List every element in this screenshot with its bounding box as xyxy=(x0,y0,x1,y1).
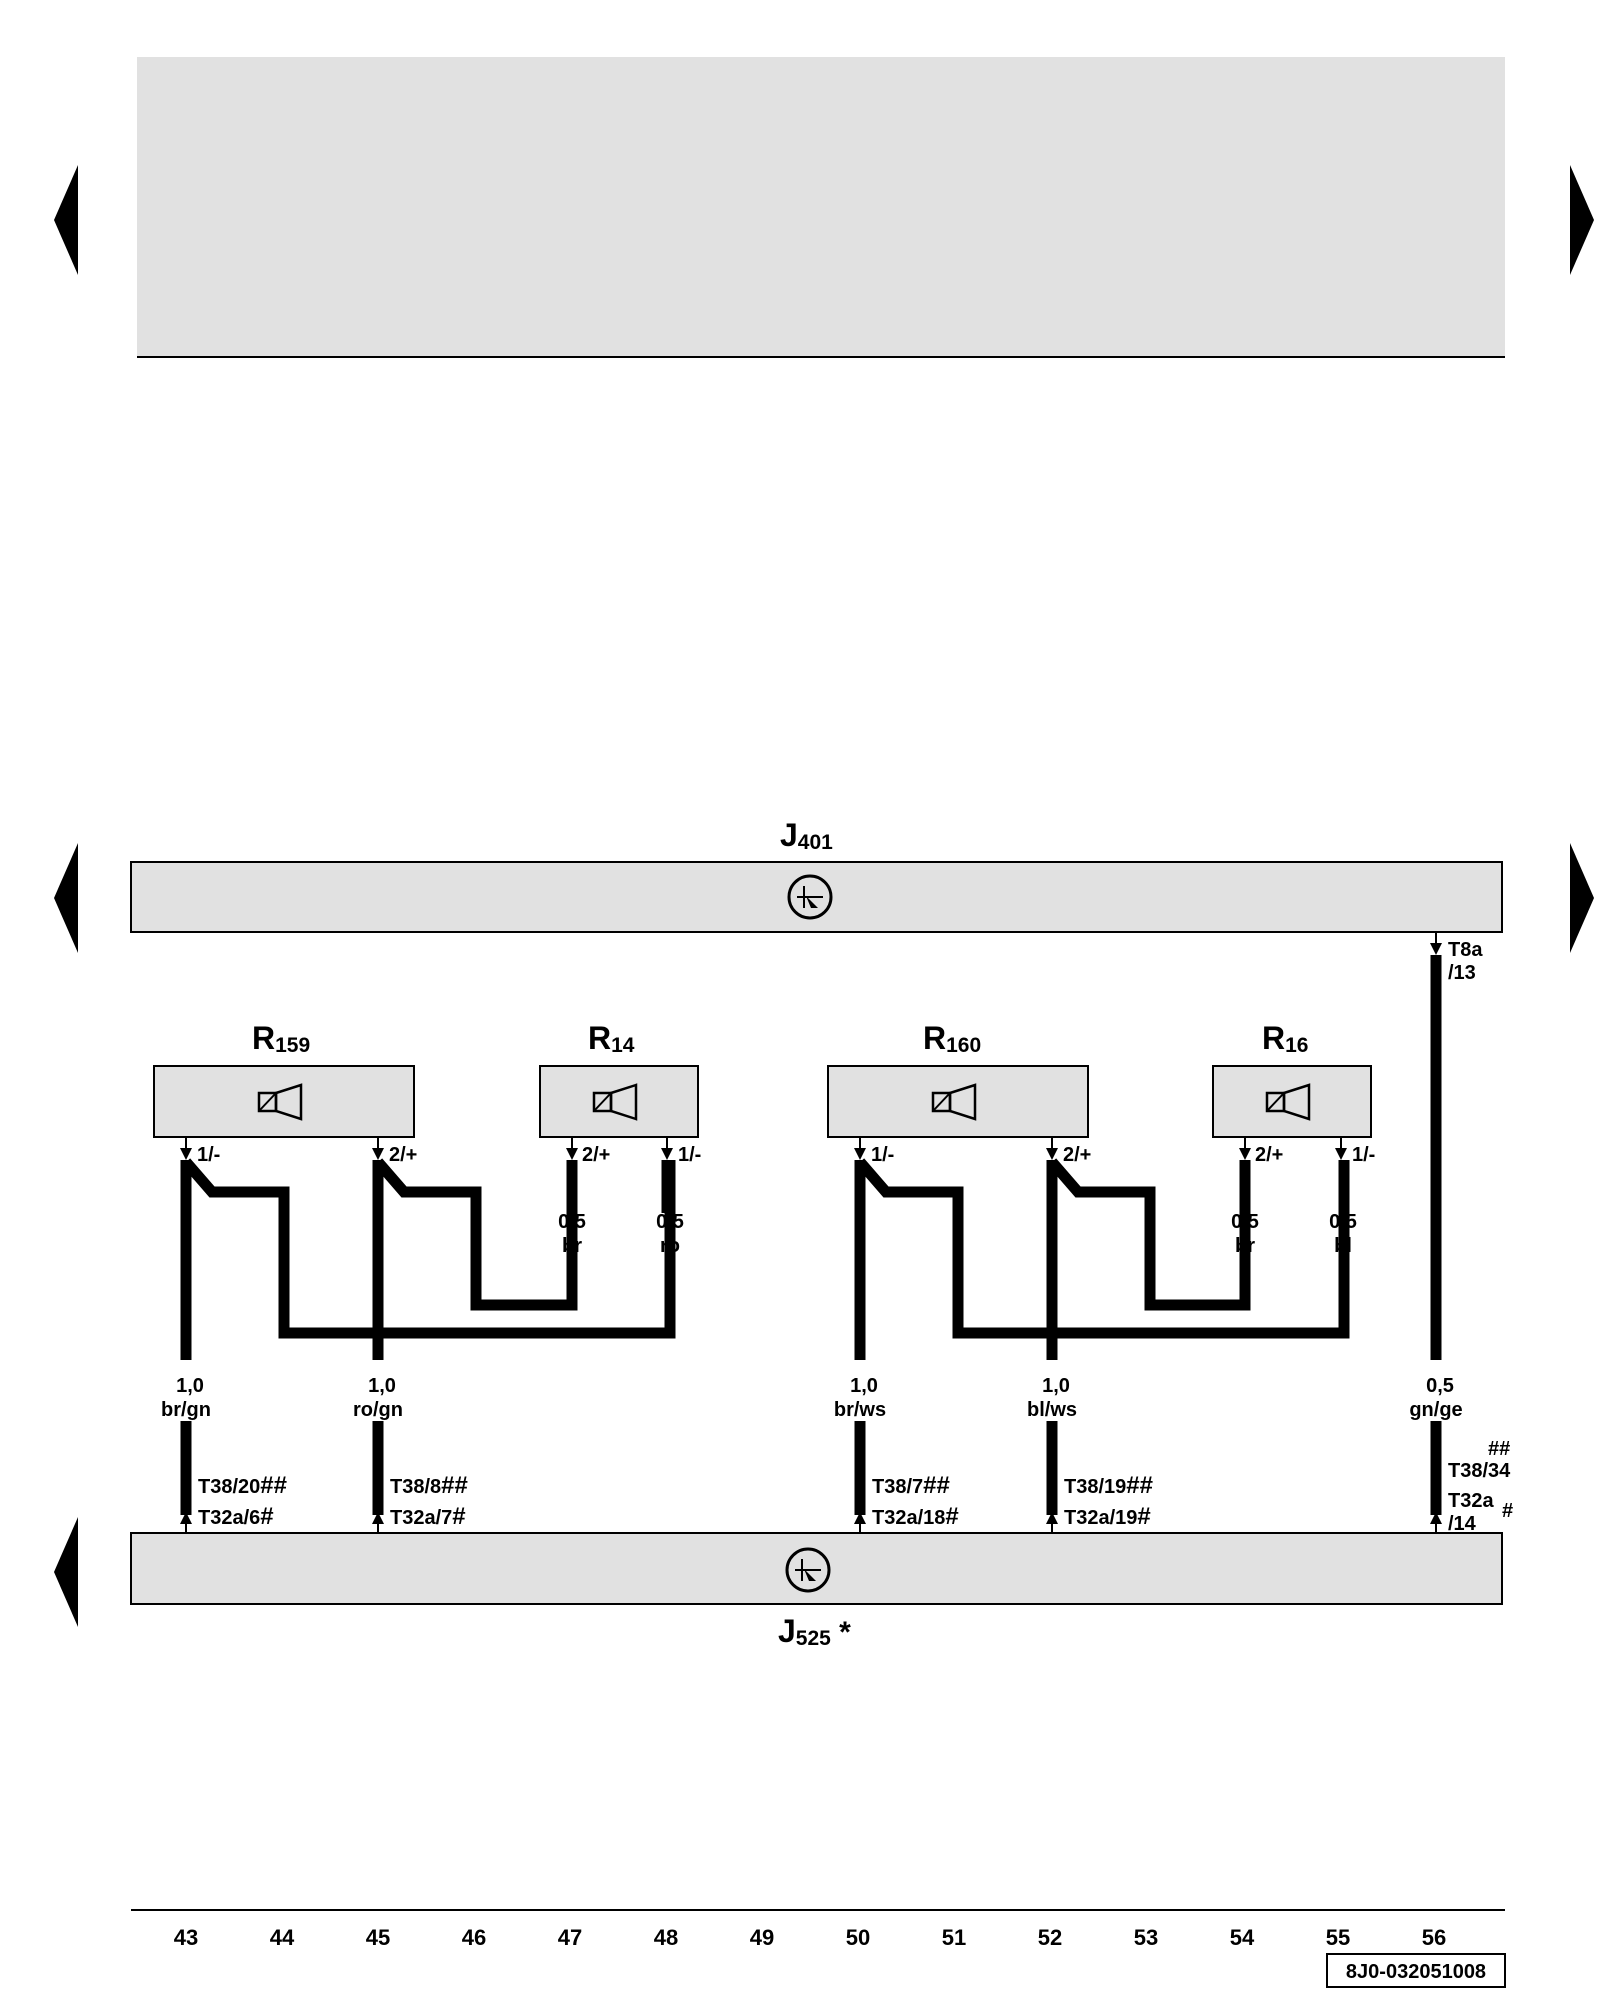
component-label-r159: R159 xyxy=(252,1020,310,1057)
wire-r160-minus-to-r16-minus xyxy=(855,1158,1350,1339)
wire-color-label: br/ws xyxy=(834,1399,886,1421)
connector-label: T32a/19# xyxy=(1064,1503,1151,1530)
connector-label: T32a/7# xyxy=(390,1503,466,1530)
wire-size-label: 0,5 xyxy=(1231,1211,1259,1233)
wire-color-label: ro/gn xyxy=(353,1399,403,1421)
prev-ground-arrow-icon[interactable] xyxy=(54,1517,78,1627)
track-number-row: 43 44 45 46 47 48 49 50 51 52 53 54 55 56 xyxy=(174,1925,1446,1950)
track-number: 50 xyxy=(846,1925,870,1950)
wire-color-label: br xyxy=(1235,1235,1255,1257)
speaker-r14 xyxy=(539,1065,699,1138)
header-banner xyxy=(137,57,1505,357)
wire-r160-plus-to-r16-plus xyxy=(1047,1158,1251,1311)
connector-label: T32a/6# xyxy=(198,1503,274,1530)
connector-label: T38/34 xyxy=(1448,1460,1511,1482)
connector-mark: ## xyxy=(1488,1438,1510,1460)
wire-color-label: bl xyxy=(1334,1235,1352,1257)
transistor-icon xyxy=(787,874,833,920)
component-label-r14: R14 xyxy=(588,1020,635,1057)
track-number: 55 xyxy=(1326,1925,1350,1950)
pin-label: 1/- xyxy=(1352,1144,1375,1166)
pin-label: 2/+ xyxy=(1063,1144,1091,1166)
pin-label: 1/- xyxy=(871,1144,894,1166)
track-number: 45 xyxy=(366,1925,390,1950)
track-number: 44 xyxy=(270,1925,295,1950)
wire-size-label: 1,0 xyxy=(850,1375,878,1397)
component-label-r160: R160 xyxy=(923,1020,981,1057)
track-number: 48 xyxy=(654,1925,678,1950)
speaker-icon xyxy=(931,1083,977,1121)
control-unit-j525 xyxy=(130,1532,1503,1605)
prev-section-arrow-icon[interactable] xyxy=(54,843,78,953)
unit-label-j401: J401 xyxy=(780,817,833,854)
pin-label: 2/+ xyxy=(1255,1144,1283,1166)
component-label-r16: R16 xyxy=(1262,1020,1308,1057)
wire-color-label: ro xyxy=(660,1235,680,1257)
speaker-r159 xyxy=(153,1065,415,1138)
next-section-arrow-icon[interactable] xyxy=(1570,843,1594,953)
wire-color-label: bl/ws xyxy=(1027,1399,1077,1421)
doc-code-box xyxy=(1326,1953,1506,1988)
wire-color-label: br xyxy=(562,1235,582,1257)
pin-arrows xyxy=(180,1512,1442,1533)
wire-r159-plus-to-r14-plus xyxy=(373,1158,578,1311)
wire-size-label: 0,5 xyxy=(1426,1375,1454,1397)
track-number: 51 xyxy=(942,1925,966,1950)
track-number: 54 xyxy=(1230,1925,1255,1950)
speaker-r16 xyxy=(1212,1065,1372,1138)
track-number: 52 xyxy=(1038,1925,1062,1950)
next-page-arrow-icon[interactable] xyxy=(1570,165,1594,275)
wire-size-label: 0,5 xyxy=(656,1211,684,1233)
connector-mark: # xyxy=(1502,1500,1513,1522)
wire-size-label: 0,5 xyxy=(1329,1211,1357,1233)
connector-label: T38/8## xyxy=(390,1472,468,1499)
wire-size-label: 1,0 xyxy=(1042,1375,1070,1397)
prev-page-arrow-icon[interactable] xyxy=(54,165,78,275)
wire-color-label: br/gn xyxy=(161,1399,211,1421)
connector-label: T38/20## xyxy=(198,1472,287,1499)
speaker-icon xyxy=(257,1083,303,1121)
speaker-icon xyxy=(1265,1083,1311,1121)
pin-label: 1/- xyxy=(197,1144,220,1166)
connector-label: T32a/18# xyxy=(872,1503,959,1530)
track-number: 47 xyxy=(558,1925,582,1950)
doc-code: 8J0-032051008 xyxy=(1346,1961,1486,1983)
wire-r159-minus-to-r14-minus xyxy=(181,1158,676,1339)
track-number: 53 xyxy=(1134,1925,1158,1950)
connector-label: T38/7## xyxy=(872,1472,950,1499)
track-number: 46 xyxy=(462,1925,486,1950)
wire-color-label: gn/ge xyxy=(1409,1399,1462,1421)
track-number: 43 xyxy=(174,1925,198,1950)
speaker-r160 xyxy=(827,1065,1089,1138)
speaker-icon xyxy=(592,1083,638,1121)
pin-label: 1/- xyxy=(678,1144,701,1166)
wire-size-label: 1,0 xyxy=(368,1375,396,1397)
connector-label: T32a xyxy=(1448,1490,1494,1512)
pin-arrows xyxy=(180,932,1442,1160)
wire-size-label: 1,0 xyxy=(176,1375,204,1397)
connector-label: T38/19## xyxy=(1064,1472,1153,1499)
track-number: 49 xyxy=(750,1925,774,1950)
transistor-icon xyxy=(785,1547,831,1593)
pin-label: 2/+ xyxy=(582,1144,610,1166)
track-number: 56 xyxy=(1422,1925,1446,1950)
connector-label: /14 xyxy=(1448,1513,1477,1535)
connector-label: /13 xyxy=(1448,962,1476,984)
connector-label: T8a xyxy=(1448,939,1483,961)
unit-label-j525: J525 * xyxy=(778,1613,851,1650)
pin-label: 2/+ xyxy=(389,1144,417,1166)
wire-size-label: 0,5 xyxy=(558,1211,586,1233)
